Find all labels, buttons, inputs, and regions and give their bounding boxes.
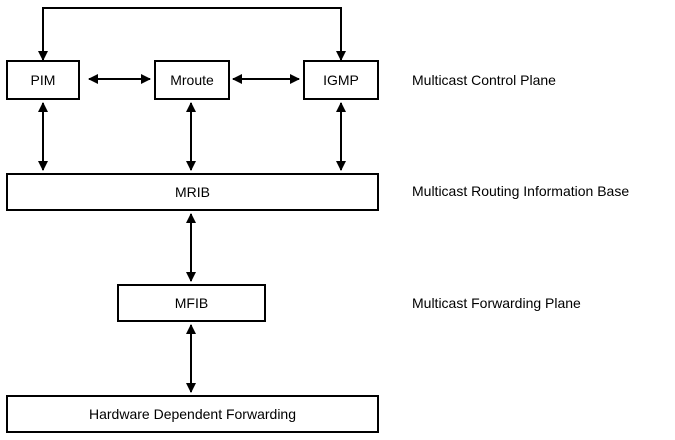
mfib-node: MFIB: [117, 284, 266, 322]
igmp-node-label: IGMP: [323, 72, 359, 88]
mroute-node-label: Mroute: [170, 72, 214, 88]
pim-node-label: PIM: [30, 72, 56, 88]
mrib-node-label: MRIB: [175, 184, 210, 200]
mrib-node: MRIB: [6, 173, 379, 211]
control-plane-label: Multicast Control Plane: [412, 72, 556, 88]
mfib-node-label: MFIB: [174, 295, 209, 311]
igmp-node: IGMP: [303, 60, 379, 100]
forwarding-plane-label: Multicast Forwarding Plane: [412, 295, 581, 311]
hardware-forwarding-node: Hardware Dependent Forwarding: [6, 395, 379, 433]
pim-node: PIM: [6, 60, 80, 100]
routing-information-base-label: Multicast Routing Information Base: [412, 183, 630, 199]
hardware-forwarding-node-label: Hardware Dependent Forwarding: [89, 406, 296, 422]
mroute-node: Mroute: [154, 60, 230, 100]
connector-pim-igmp-loop: [38, 7, 346, 61]
